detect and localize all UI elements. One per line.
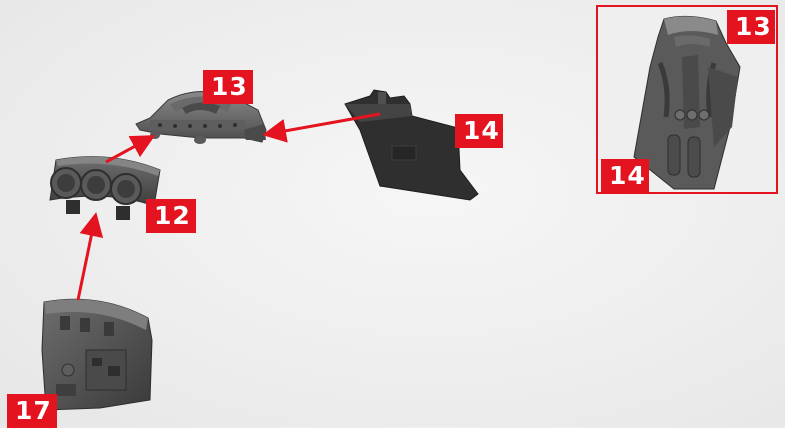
- badge-part-14: 14: [455, 114, 503, 148]
- assembled-inset: 13 14: [596, 5, 778, 194]
- badge-part-12: 12: [146, 199, 196, 233]
- part-12: [50, 157, 160, 220]
- arrow-12-to-13: [106, 138, 150, 162]
- badge-part-13: 13: [203, 70, 253, 104]
- part-17: [42, 299, 152, 410]
- badge-inset-14: 14: [601, 159, 649, 193]
- badge-inset-13: 13: [727, 10, 775, 44]
- badge-part-17: 17: [7, 394, 57, 428]
- arrow-17-to-12: [78, 218, 95, 300]
